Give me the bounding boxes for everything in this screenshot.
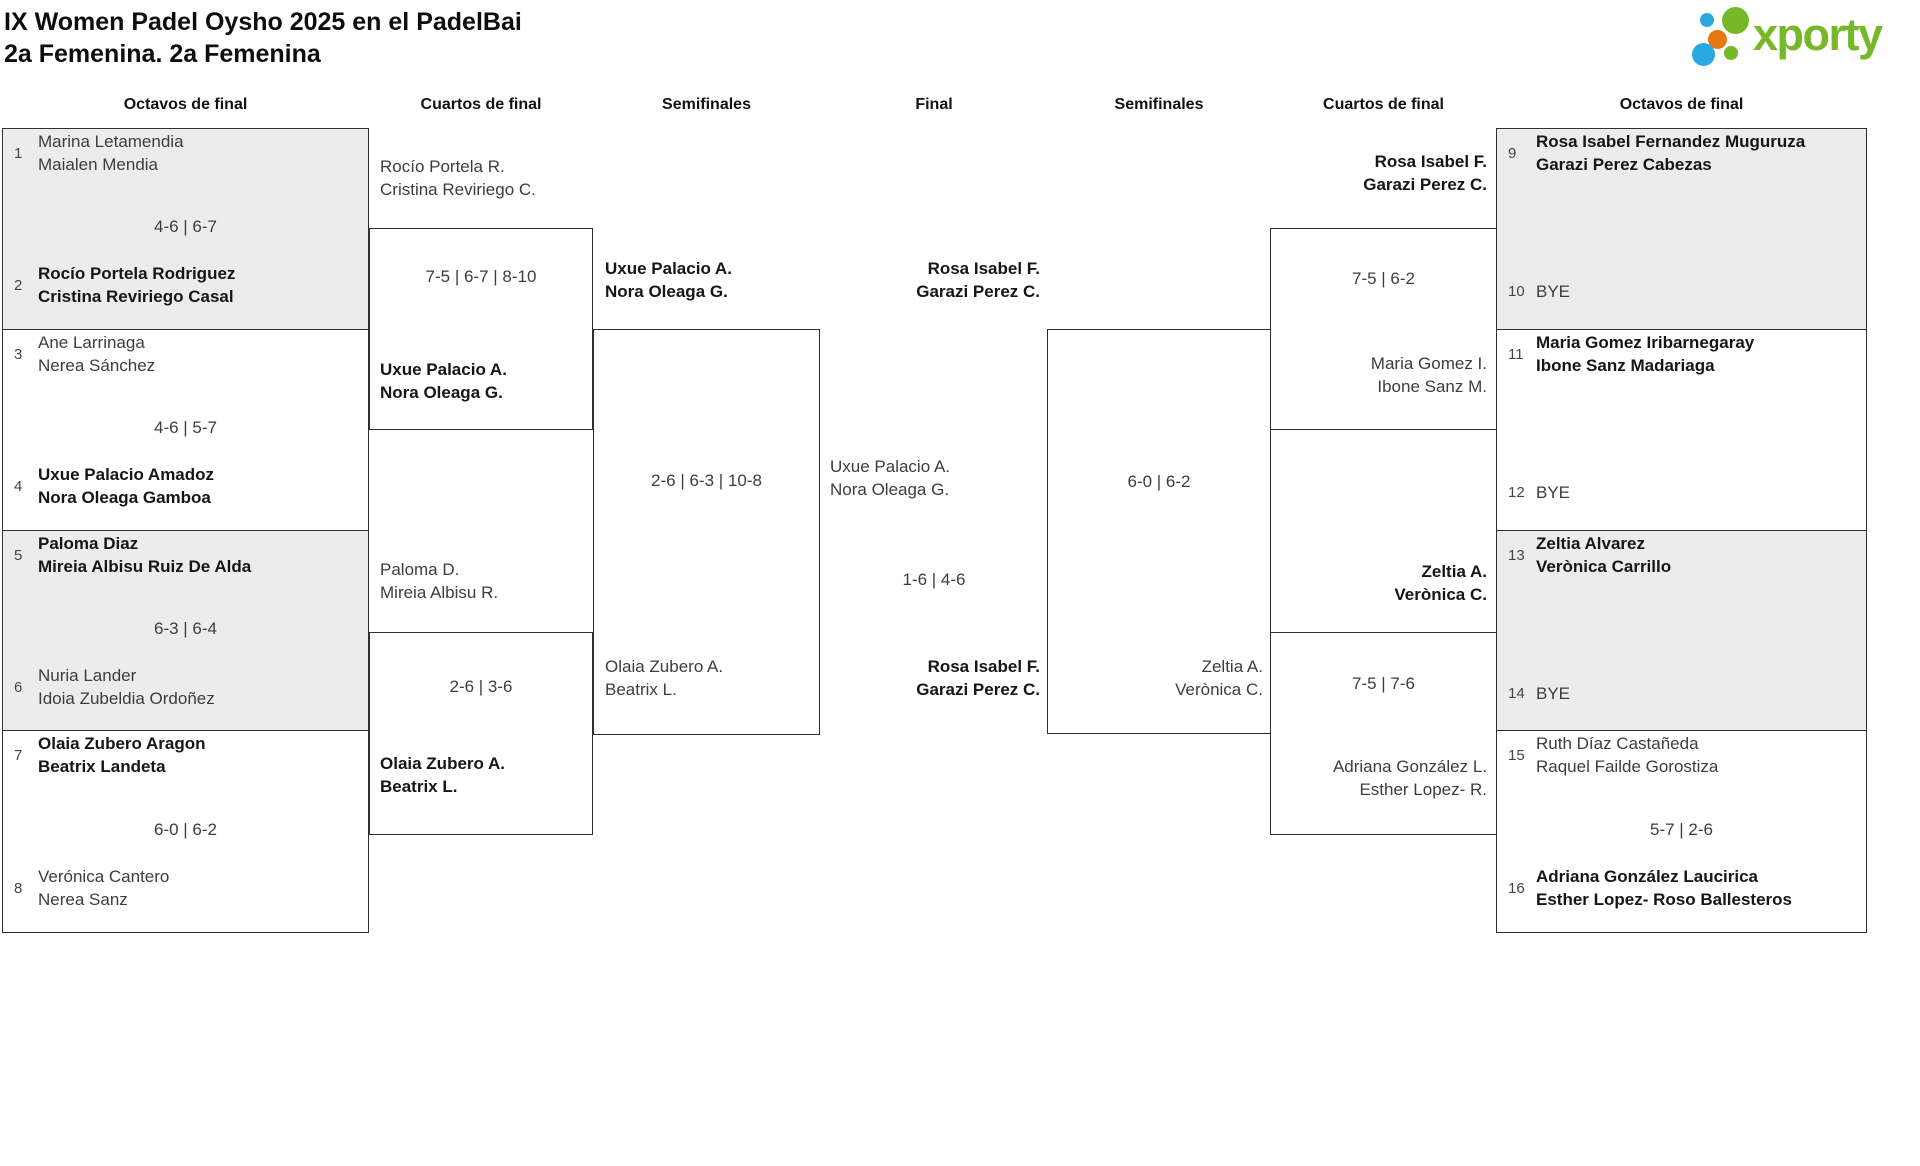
sf-l-box <box>593 329 820 735</box>
seed-number: 13 <box>1508 546 1525 564</box>
sf-l-team-bottom: Olaia Zubero A.Beatrix L. <box>605 657 724 699</box>
final-score: 1-6 | 4-6 <box>902 570 966 589</box>
r16-r1-box <box>1496 128 1867 330</box>
qf-r1-team-bottom: Maria Gomez I.Ibone Sanz M. <box>1370 354 1487 396</box>
qf-l2-team-top: Paloma D.Mireia Albisu R. <box>380 560 499 602</box>
r16-l1-score: 4-6 | 6-7 <box>153 217 217 236</box>
r16-l3-score: 6-3 | 6-4 <box>153 619 217 638</box>
tournament-name: IX Women Padel Oysho 2025 en el PadelBai <box>4 8 522 36</box>
round-header-qf-left: Cuartos de final <box>420 96 542 113</box>
qf-r2-score: 7-5 | 7-6 <box>1351 674 1415 693</box>
sf-r-score: 6-0 | 6-2 <box>1127 472 1191 491</box>
qf-r1-score: 7-5 | 6-2 <box>1351 269 1415 288</box>
qf-r2-team-bottom: Adriana González L.Esther Lopez- R. <box>1332 757 1487 799</box>
sf-l-score: 2-6 | 6-3 | 10-8 <box>651 471 762 490</box>
r16-r4-score: 5-7 | 2-6 <box>1649 820 1713 839</box>
qf-l1-box <box>369 228 593 430</box>
r16-l4-box <box>2 730 369 933</box>
xporty-logo[interactable]: xporty <box>1690 0 1918 80</box>
logo-dot-green-small-icon <box>1724 46 1738 60</box>
r16-r2-team-bottom: 12 BYE <box>1502 481 1862 504</box>
round-header-final: Final <box>915 96 953 113</box>
sf-r-team-bottom: Zeltia A.Verònica C. <box>1175 657 1263 699</box>
final-team-bottom: Rosa Isabel F.Garazi Perez C. <box>916 657 1040 699</box>
qf-l1-team-bottom: Uxue Palacio A.Nora Oleaga G. <box>380 360 507 402</box>
seed-number: 15 <box>1508 746 1525 764</box>
seed-number: 9 <box>1508 144 1517 162</box>
qf-r2-team-top: Zeltia A.Verònica C. <box>1394 562 1487 604</box>
category-name: 2a Femenina. 2a Femenina <box>4 40 321 68</box>
r16-r2-box <box>1496 329 1867 531</box>
qf-l2-score: 2-6 | 3-6 <box>449 677 513 696</box>
seed-number: 12 <box>1508 484 1525 501</box>
round-header-r16-left: Octavos de final <box>123 96 248 113</box>
seed-number: 7 <box>14 746 23 764</box>
r16-l1-box <box>2 128 369 330</box>
round-header-r16-right: Octavos de final <box>1619 96 1744 113</box>
logo-dot-orange-icon <box>1708 30 1727 49</box>
seed-number: 6 <box>14 678 23 696</box>
seed-number: 11 <box>1508 345 1524 363</box>
xporty-wordmark: xporty <box>1753 9 1883 60</box>
seed-number: 8 <box>14 879 23 897</box>
seed-number: 1 <box>14 144 23 162</box>
r16-l4-score: 6-0 | 6-2 <box>153 820 217 839</box>
r16-l3-box <box>2 530 369 731</box>
seed-number: 16 <box>1508 879 1525 897</box>
r16-r1-team-bottom: 10 BYE <box>1502 280 1862 303</box>
final-team-top: Uxue Palacio A.Nora Oleaga G. <box>830 457 951 499</box>
qf-r1-box <box>1270 228 1497 430</box>
qf-r2-box <box>1270 632 1497 835</box>
qf-r1-team-top: Rosa Isabel F.Garazi Perez C. <box>1363 152 1487 194</box>
seed-number: 10 <box>1508 283 1525 300</box>
r16-l2-box <box>2 329 369 531</box>
page-title: IX Women Padel Oysho 2025 en el PadelBai… <box>4 6 522 70</box>
qf-l1-team-top: Rocío Portela R.Cristina Reviriego C. <box>380 157 536 199</box>
qf-l2-team-bottom: Olaia Zubero A.Beatrix L. <box>380 754 506 796</box>
seed-number: 5 <box>14 546 23 564</box>
qf-l1-score: 7-5 | 6-7 | 8-10 <box>425 267 537 286</box>
seed-number: 14 <box>1508 685 1525 702</box>
logo-dot-green-large-icon <box>1722 7 1749 34</box>
sf-l-team-top: Uxue Palacio A.Nora Oleaga G. <box>605 259 732 301</box>
r16-r3-box <box>1496 530 1867 731</box>
round-header-qf-right: Cuartos de final <box>1323 96 1444 113</box>
logo-dot-blue-large-icon <box>1692 43 1715 66</box>
qf-l2-box <box>369 632 593 835</box>
round-header-sf-left: Semifinales <box>662 96 751 113</box>
round-header-sf-right: Semifinales <box>1114 96 1204 113</box>
sf-r-team-top: Rosa Isabel F.Garazi Perez C. <box>916 259 1040 301</box>
sf-r-box <box>1047 329 1271 734</box>
r16-l2-score: 4-6 | 5-7 <box>153 418 217 437</box>
r16-r3-team-bottom: 14 BYE <box>1502 682 1862 705</box>
seed-number: 2 <box>14 276 23 294</box>
logo-dot-blue-small-icon <box>1700 13 1714 27</box>
r16-r4-box <box>1496 730 1867 933</box>
seed-number: 3 <box>14 345 23 363</box>
seed-number: 4 <box>14 477 23 495</box>
